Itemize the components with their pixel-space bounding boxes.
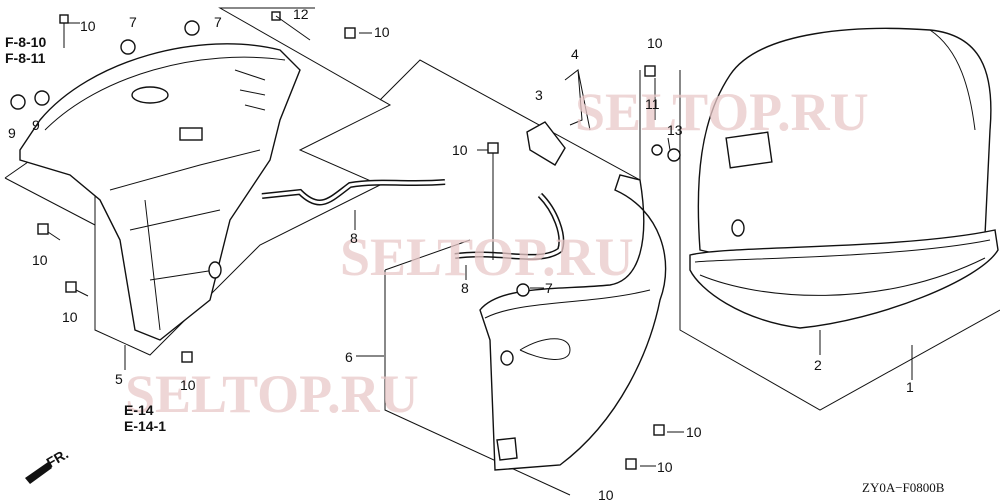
callout: 10 xyxy=(686,424,702,440)
callout: 8 xyxy=(461,280,469,296)
engine-cover-part xyxy=(689,27,999,329)
drawing-code: ZY0A−F0800B xyxy=(862,480,945,495)
watermark: SELTOP.RU xyxy=(125,364,419,424)
watermark: SELTOP.RU xyxy=(340,227,634,287)
callout: 10 xyxy=(452,142,468,158)
front-lower-cover-part xyxy=(479,174,667,471)
callout: 6 xyxy=(345,349,353,365)
rear-inner-cover-part xyxy=(19,43,301,341)
callout: 12 xyxy=(293,6,309,22)
callout: 9 xyxy=(32,117,40,133)
callout: 11 xyxy=(645,96,660,112)
callout: 4 xyxy=(571,46,579,62)
callout: 10 xyxy=(598,487,614,500)
callout: 2 xyxy=(814,357,822,373)
callout: 10 xyxy=(374,24,390,40)
callout: 10 xyxy=(80,18,96,34)
reference-label: F-8-10 xyxy=(5,34,46,50)
spring-clip-part xyxy=(564,69,591,131)
reference-label: E-14-1 xyxy=(124,418,166,434)
hinge-bracket-part xyxy=(526,121,566,166)
leader-lines xyxy=(47,22,913,467)
callout: 7 xyxy=(545,280,553,296)
callout: 1 xyxy=(906,379,914,395)
callout: 5 xyxy=(115,371,123,387)
frame-right xyxy=(679,70,1000,411)
callout: 10 xyxy=(647,35,663,51)
callout: 10 xyxy=(32,252,48,268)
callout: 3 xyxy=(535,87,543,103)
callout: 9 xyxy=(8,125,16,141)
callout: 13 xyxy=(667,122,683,138)
bolt-icons xyxy=(10,11,681,470)
reference-label: F-8-11 xyxy=(5,50,46,66)
callout: 10 xyxy=(62,309,78,325)
callout: 7 xyxy=(129,14,137,30)
watermark: SELTOP.RU xyxy=(575,82,869,142)
reference-label: E-14 xyxy=(124,402,154,418)
callout: 10 xyxy=(180,377,196,393)
callout-numbers: 10 9 9 7 7 12 10 4 10 3 10 11 13 8 10 8 … xyxy=(8,6,914,500)
front-arrow-icon xyxy=(25,462,52,484)
callout: 7 xyxy=(214,14,222,30)
callout: 8 xyxy=(350,230,358,246)
callout: 10 xyxy=(657,459,673,475)
